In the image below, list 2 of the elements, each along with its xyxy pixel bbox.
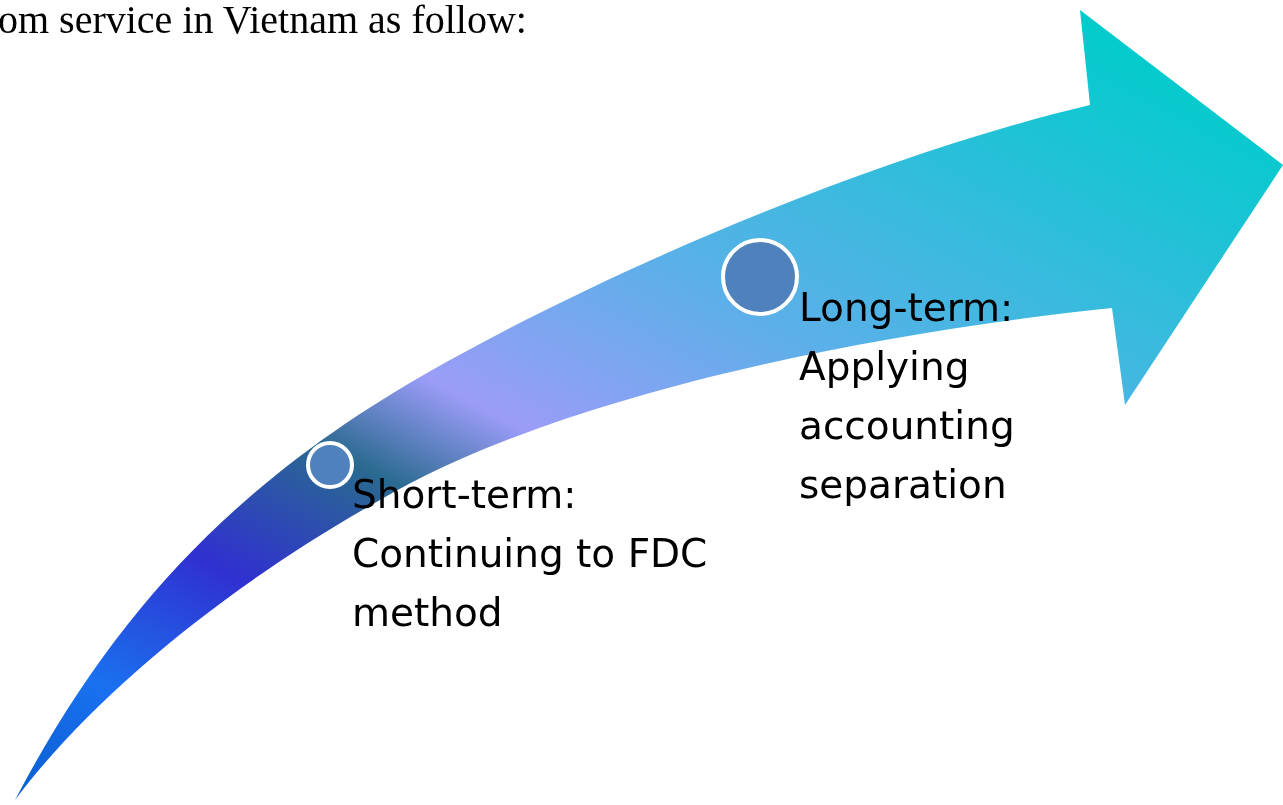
milestone-text: Long-term: Applying accounting separation (799, 284, 1016, 509)
body-text: om service in Vietnam as follow: (0, 0, 527, 43)
